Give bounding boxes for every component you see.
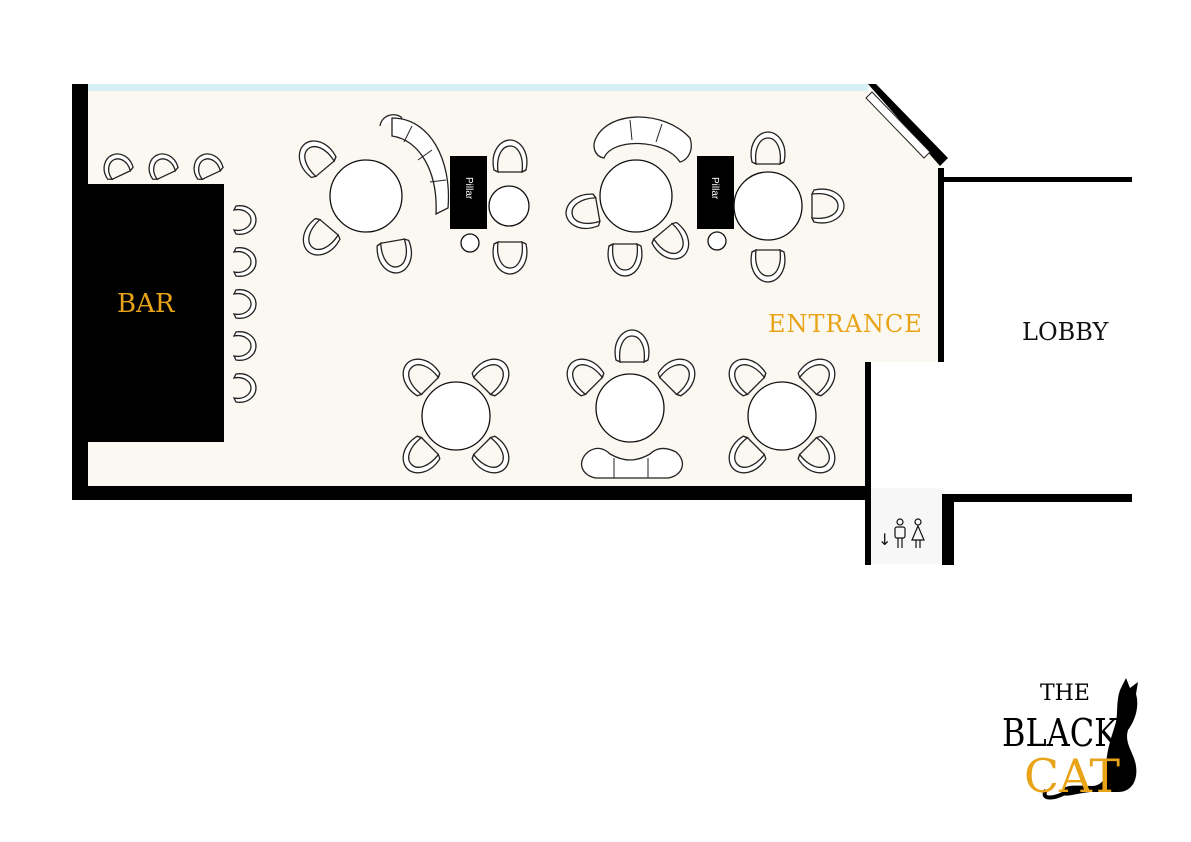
window-strip [88,84,868,91]
bar-stool [232,331,257,361]
round-table [599,159,673,233]
round-table [733,171,803,241]
round-table [421,381,491,451]
down-arrow-icon: ↓ [878,530,891,549]
small-round-table [488,185,530,227]
woman-icon [911,518,925,548]
man-icon [894,518,906,548]
curved-sofa [593,116,692,163]
round-table [595,373,665,443]
round-table [747,381,817,451]
curved-sofa [580,447,684,479]
sofa-seams [613,458,649,478]
table-group-5 [394,350,518,482]
entrance-wall-right [938,168,944,362]
logo-line-3: CAT [1024,749,1120,803]
bar-stool [103,153,134,180]
bar-stool [232,289,257,319]
restroom-corridor-floor [868,488,944,564]
cat-silhouette-icon [1061,678,1138,796]
bottom-wall [72,486,868,500]
restroom-sign: ↓ [878,518,925,549]
bar-stool [232,247,257,277]
cat-tail [1042,788,1072,800]
bar-stools-side [232,205,257,403]
side-table [460,233,480,253]
pillar-label: Pillar [709,177,720,200]
bar-stools-top [103,153,224,180]
pillar-label: Pillar [463,177,474,200]
curved-sofa [379,114,450,216]
table-group-1 [290,114,450,277]
entrance-label: ENTRANCE [768,310,923,338]
corner-wall [868,84,948,166]
bar-stool [232,373,257,403]
lobby-bottom-wall [942,494,1132,502]
table-group-4 [733,131,845,283]
pillar [450,156,487,229]
lobby-label: LOBBY [1022,318,1109,346]
restroom-wall-left [865,362,871,565]
pillar [697,156,734,229]
sofa-seams [403,125,447,183]
lobby-top-wall [942,177,1132,182]
table-group-3 [562,116,698,277]
table-group-6 [558,329,704,479]
table-group-7 [720,350,844,482]
bar-stool [193,153,224,180]
bar-counter [88,184,224,442]
round-table [329,159,403,233]
logo-line-2: BLACK [1002,711,1119,755]
side-table [707,231,727,251]
bar-stool [148,153,179,180]
corner-window [865,91,931,159]
black-cat-logo: THE BLACK CAT [1002,678,1138,803]
restroom-wall-right [942,496,954,565]
left-wall [72,84,88,500]
sofa-seams [629,119,663,143]
bar-stool [232,205,257,235]
table-group-2 [460,139,530,275]
logo-line-1: THE [1040,681,1090,706]
bar-label: BAR [117,289,176,319]
entrance-floor [868,300,942,362]
